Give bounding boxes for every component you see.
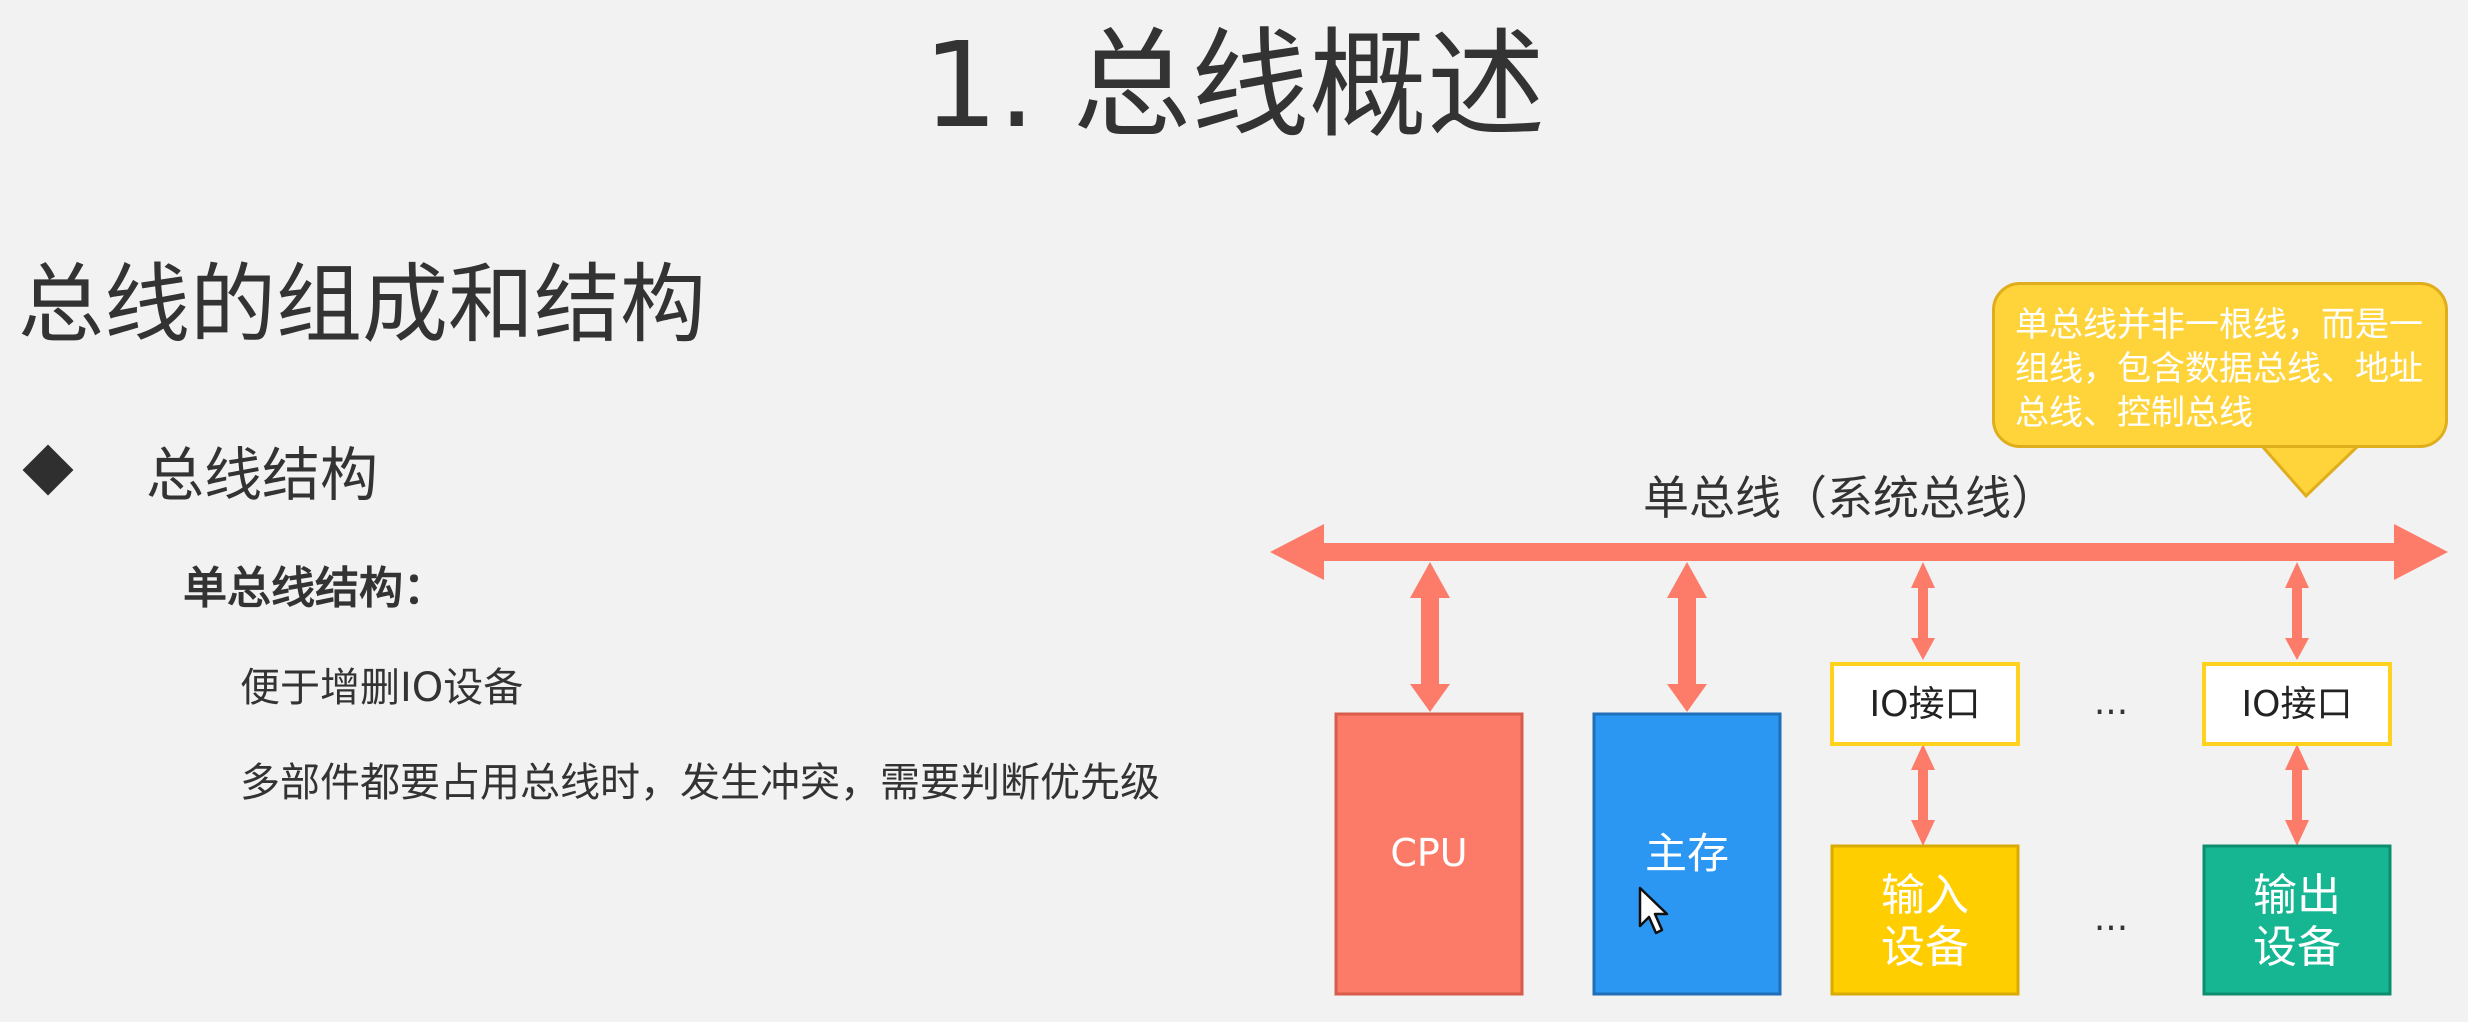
io-interface-2-box xyxy=(2202,662,2392,746)
io-interface-2-label: IO接口 xyxy=(2242,684,2353,725)
cpu-label: CPU xyxy=(1390,831,1467,875)
bullet-row: 总线结构 xyxy=(22,430,378,510)
ellipsis-devices: ... xyxy=(2094,898,2128,939)
callout-tail-cover xyxy=(2264,440,2356,486)
input-device-label-line1: 输入 xyxy=(1881,870,1969,921)
bullet-text: 总线结构 xyxy=(146,441,379,509)
cpu-bus-connector xyxy=(1410,562,1450,712)
cpu-box xyxy=(1334,712,1524,996)
io2-device-connector xyxy=(2285,744,2309,846)
memory-box xyxy=(1592,712,1782,996)
section-title: 总线的组成和结构 xyxy=(18,255,706,355)
mouse-cursor-icon xyxy=(1638,886,1669,935)
memory-label: 主存 xyxy=(1645,829,1729,878)
slide-title: 1. 总线概述 xyxy=(922,16,1546,154)
input-device-box xyxy=(1830,844,2020,996)
io1-device-connector xyxy=(1911,744,1935,846)
io-interface-1-box xyxy=(1830,662,2020,746)
output-device-label-line1: 输出 xyxy=(2253,870,2341,921)
bus-label: 单总线（系统总线） xyxy=(1643,471,2057,525)
io-interface-1-label: IO接口 xyxy=(1870,684,1981,725)
ellipsis-interfaces: ... xyxy=(2094,682,2128,723)
memory-bus-connector xyxy=(1667,562,1707,712)
point-2: 多部件都要占用总线时，发生冲突，需要判断优先级 xyxy=(240,760,1160,806)
output-device-box xyxy=(2202,844,2392,996)
io2-bus-connector xyxy=(2285,562,2309,660)
output-device-label-line2: 设备 xyxy=(2253,922,2341,973)
io1-bus-connector xyxy=(1911,562,1935,660)
callout-bubble: 单总线并非一根线，而是一组线，包含数据总线、地址总线、控制总线 xyxy=(1992,282,2448,448)
input-device-label-line2: 设备 xyxy=(1881,922,1969,973)
system-bus-arrow xyxy=(1270,524,2448,580)
sub-heading: 单总线结构： xyxy=(183,563,447,614)
point-1: 便于增删IO设备 xyxy=(240,665,524,711)
